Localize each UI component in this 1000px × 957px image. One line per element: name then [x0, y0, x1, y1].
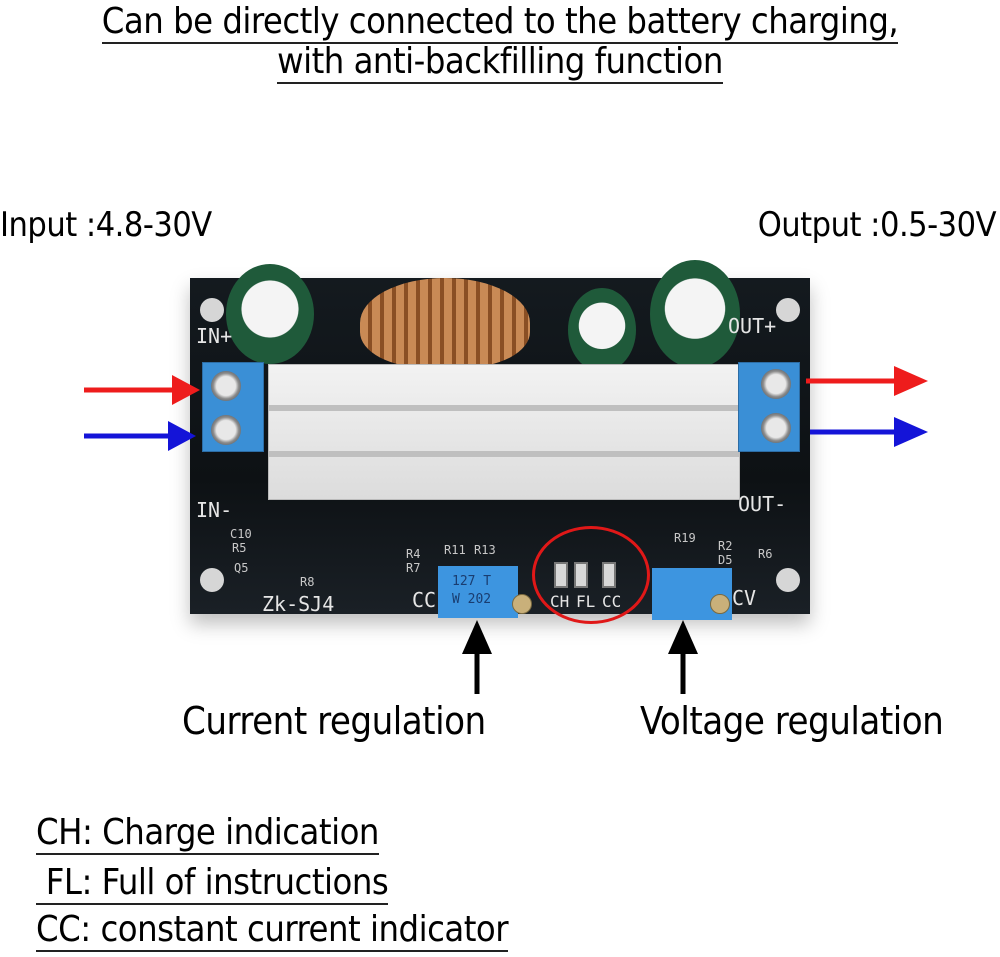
cv-pot-silk: CV [732, 586, 757, 610]
current-callout-arrow-icon [462, 620, 492, 694]
input-negative-arrow-icon [84, 421, 196, 451]
legend-fl: FL: Full of instructions [36, 862, 389, 905]
headline-line-2: with anti-backfilling function [0, 44, 1000, 84]
capacitor-icon [568, 288, 636, 372]
output-capacitor-icon [650, 260, 740, 368]
r5-silk: R5 [232, 541, 247, 555]
headline-text-2: with anti-backfilling function [277, 41, 723, 84]
board-model-silk: Zk-SJ4 [262, 592, 335, 616]
r13-silk: R13 [474, 543, 496, 557]
mount-hole-icon [776, 568, 800, 592]
output-positive-arrow-icon [806, 366, 928, 396]
q5-silk: Q5 [234, 561, 249, 575]
r7-silk: R7 [406, 561, 421, 575]
headline-text-1: Can be directly connected to the battery… [101, 1, 899, 44]
voltage-callout-arrow-icon [668, 620, 698, 694]
headline-line-1: Can be directly connected to the battery… [0, 4, 1000, 44]
c10-silk: C10 [230, 527, 252, 541]
current-potentiometer[interactable]: 127 T W 202 [438, 566, 518, 618]
converter-board: IN+ OUT+ IN- OUT- C10 R5 Q5 R8 R4 R7 R11… [190, 260, 810, 624]
screw-icon [761, 369, 791, 399]
screw-icon [211, 415, 241, 445]
r11-silk: R11 [444, 543, 466, 557]
legend-ch: CH: Charge indication [36, 812, 379, 855]
in-minus-silk: IN- [196, 498, 233, 522]
out-minus-silk: OUT- [738, 492, 787, 516]
pot-marking-2: W 202 [452, 592, 492, 607]
cc-pot-silk: CC [412, 588, 437, 612]
screw-icon [211, 371, 241, 401]
r8-silk: R8 [300, 575, 315, 589]
mount-hole-icon [776, 298, 800, 322]
pot-marking-1: 127 T [452, 574, 492, 589]
r2-silk: R2 [718, 539, 733, 553]
current-adjust-screw-icon[interactable] [512, 594, 532, 614]
r4-silk: R4 [406, 547, 421, 561]
r19-silk: R19 [674, 531, 696, 545]
output-voltage-label: Output :0.5-30V [757, 205, 997, 245]
in-plus-silk: IN+ [196, 324, 233, 348]
input-voltage-label: Input :4.8-30V [0, 205, 212, 245]
output-negative-arrow-icon [810, 417, 928, 447]
input-capacitor-icon [226, 264, 314, 364]
out-plus-silk: OUT+ [728, 314, 777, 338]
input-positive-arrow-icon [84, 375, 200, 405]
inductor-coil-icon [360, 278, 530, 368]
mount-hole-icon [200, 568, 224, 592]
current-regulation-label: Current regulation [182, 699, 486, 743]
legend-cc: CC: constant current indicator [36, 909, 509, 952]
screw-icon [761, 413, 791, 443]
voltage-adjust-screw-icon[interactable] [710, 594, 730, 614]
r6-silk: R6 [758, 547, 773, 561]
mount-hole-icon [200, 298, 224, 322]
led-highlight-circle [532, 526, 650, 624]
heatsink [268, 364, 740, 500]
input-terminal-block [202, 362, 264, 452]
voltage-regulation-label: Voltage regulation [640, 699, 944, 743]
output-terminal-block [738, 362, 800, 452]
d5-silk: D5 [718, 553, 733, 567]
